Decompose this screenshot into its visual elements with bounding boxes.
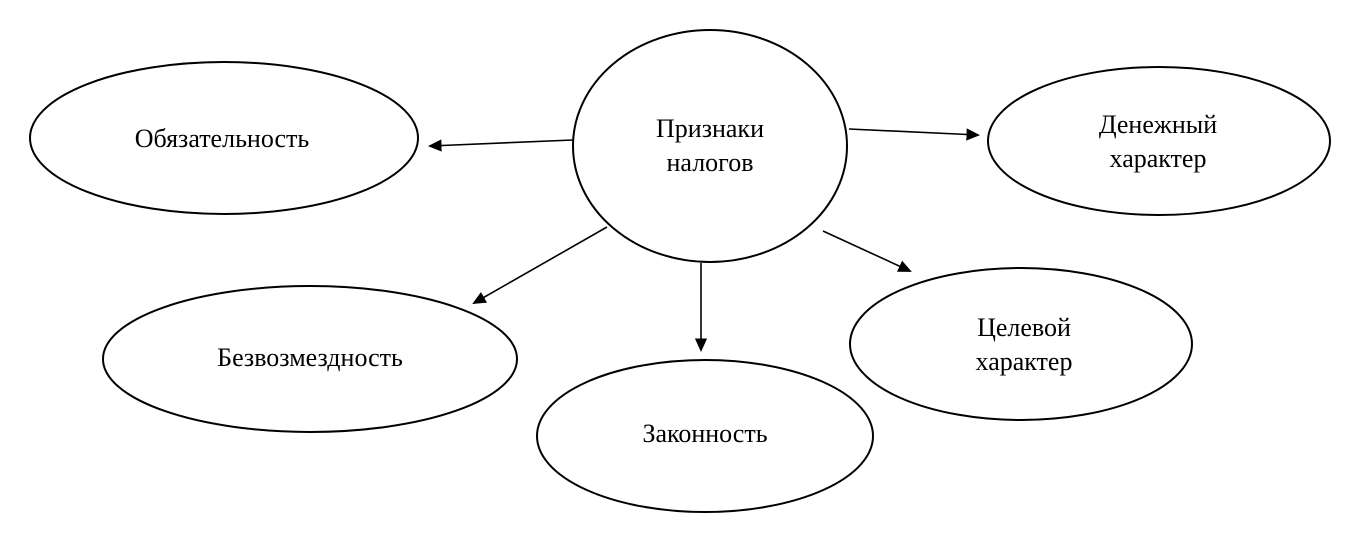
node-gratuitousness-ellipse [102,285,518,433]
node-monetary-character-ellipse [987,66,1331,216]
node-legality-label: Законность [642,419,768,449]
center-node-label: Признаки налогов [656,114,764,177]
node-obligatoriness-label: Обязательность [134,124,310,154]
center-node-circle [572,29,848,263]
node-targeted-character-ellipse [849,267,1193,421]
node-monetary-character-label: Денежный характер [1098,110,1218,173]
node-obligatoriness-ellipse [29,61,419,215]
node-targeted-character-label: Целевой характер [975,313,1073,376]
node-legality-ellipse [536,359,874,513]
arrow-to-monetary-character [848,128,981,141]
arrow-to-targeted-character [822,230,912,272]
arrow-to-gratuitousness [472,226,608,305]
arrow-to-obligatoriness [427,139,574,152]
node-gratuitousness-label: Безвозмездность [217,343,403,373]
